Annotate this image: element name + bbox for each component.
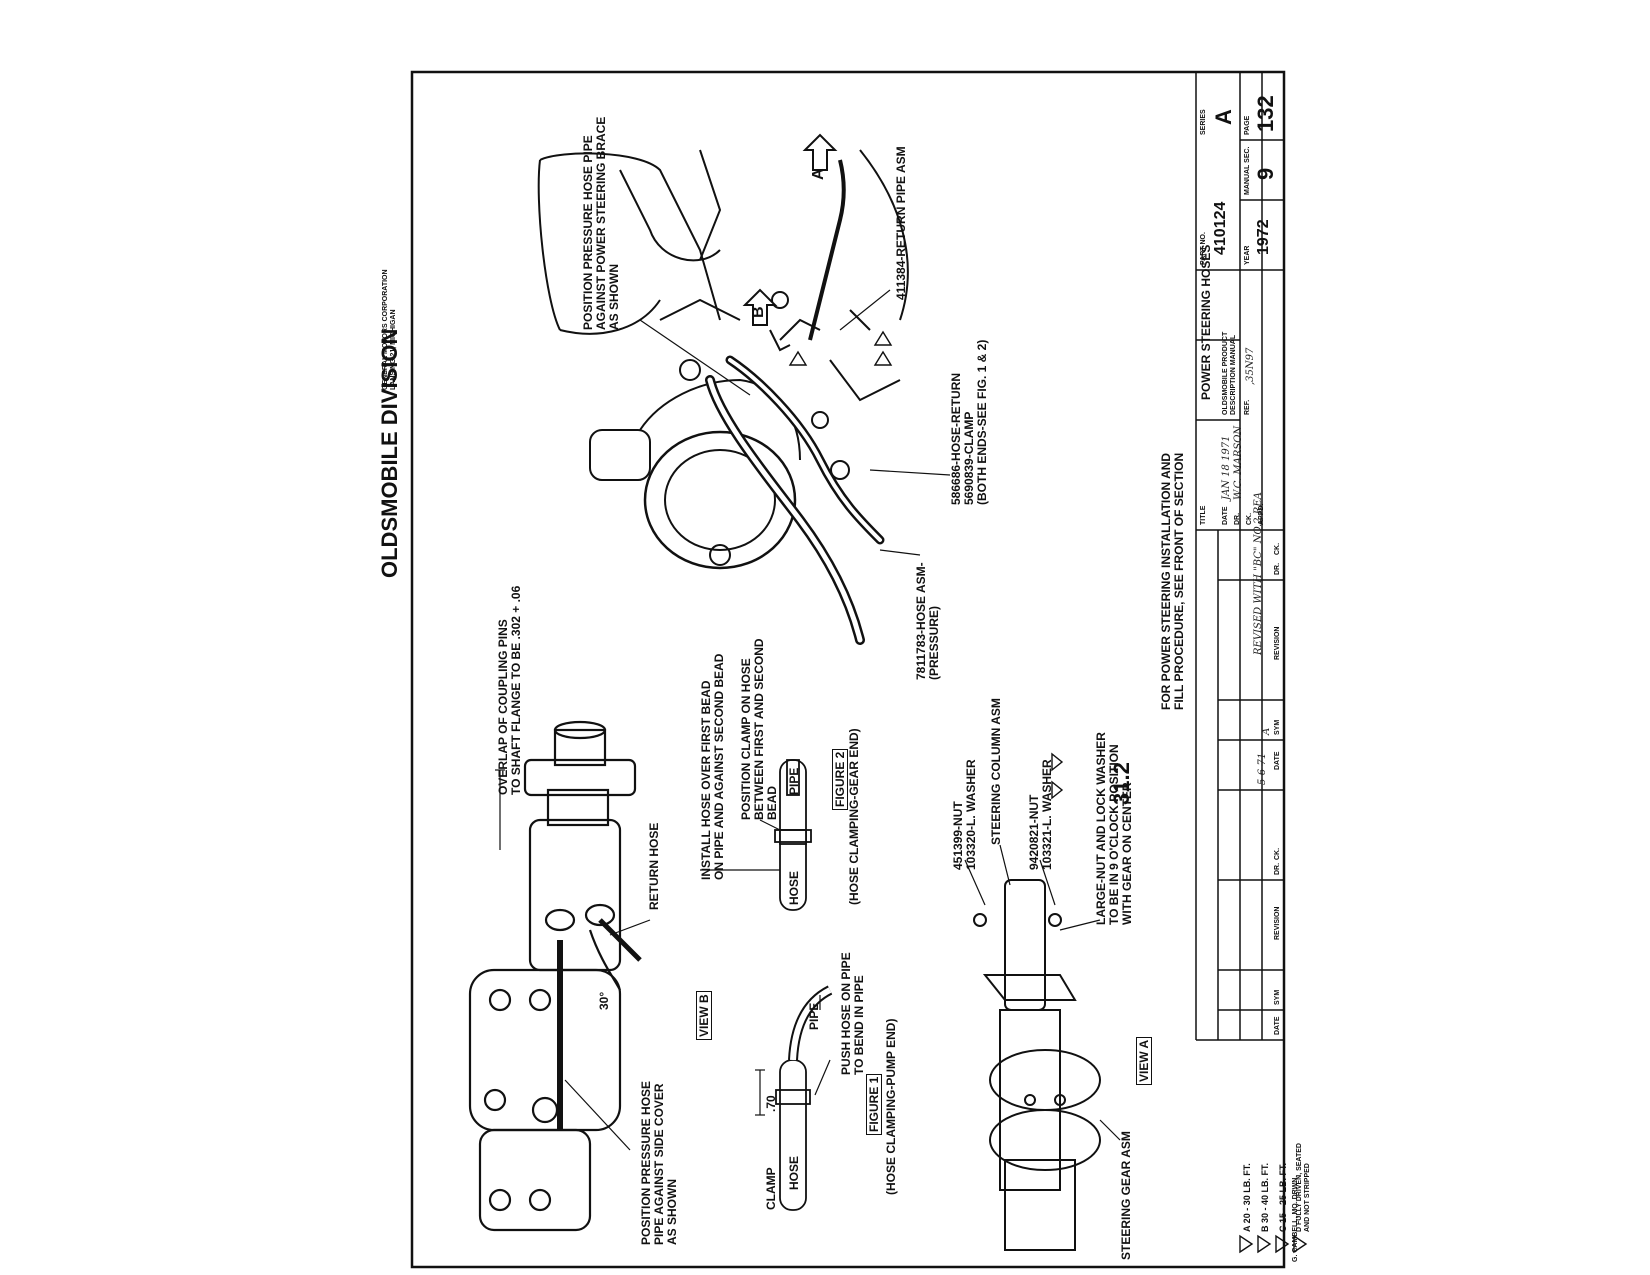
callout-pressure-pipe-brace: POSITION PRESSURE HOSE PIPE AGAINST POWE… [581, 116, 621, 330]
triangle-icon [788, 350, 808, 366]
triangle-icon [873, 330, 893, 346]
reference-value: ,35N97 [1245, 347, 1256, 385]
year-value: 1972 [1255, 219, 1272, 255]
revision-date: 5-6-71 [1257, 752, 1268, 785]
callout-steering-gear: STEERING GEAR ASM [1119, 1131, 1133, 1260]
column-dr: DR. [1274, 862, 1281, 875]
drawn-by-value: W.C. MARSON [1233, 425, 1244, 500]
callout-hose-return: 586686-HOSE-RETURN 5690839-CLAMP (BOTH E… [949, 339, 989, 505]
page-number: 132 [1253, 95, 1278, 132]
dimension-70: .70 [764, 1095, 778, 1112]
part-no-label: PART NO. [1200, 232, 1207, 265]
product-manual-label: OLDSMOBILE PRODUCT DESCRIPTION MANUAL [1222, 331, 1237, 415]
view-a-illustration [973, 879, 1101, 1251]
figure-2-title: FIGURE 2 [832, 748, 848, 810]
callout-overlap: OVERLAP OF COUPLING PINS TO SHAFT FLANGE… [496, 585, 523, 795]
callout-push-hose: PUSH HOSE ON PIPE TO BEND IN PIPE [839, 952, 866, 1075]
date-label: DATE [1222, 506, 1229, 525]
figure-1-leaders [755, 995, 831, 1116]
callout-steering-column: STEERING COLUMN ASM [989, 698, 1003, 845]
legend-item-b: B 30 - 40 LB. FT. [1260, 1162, 1270, 1232]
legend-triangles [1239, 1234, 1308, 1254]
series-label: SERIES [1200, 109, 1207, 135]
view-arrows [742, 133, 838, 326]
column-sym: SYM [1274, 989, 1281, 1005]
manual-section-label: MANUAL SEC. [1244, 146, 1251, 195]
steering-gear-view-b [468, 720, 642, 1232]
sheet-border [410, 70, 1286, 1269]
callout-return-hose: RETURN HOSE [647, 822, 661, 910]
callout-install-hose: INSTALL HOSE OVER FIRST BEAD ON PIPE AND… [699, 653, 726, 880]
view-b-arrow-label: B [750, 306, 767, 318]
figure-2-caption: (HOSE CLAMPING-GEAR END) [847, 728, 861, 905]
callout-position-clamp: POSITION CLAMP ON HOSE BETWEEN FIRST AND… [739, 638, 779, 820]
callout-clamp: CLAMP [764, 1167, 778, 1210]
figure-1-caption: (HOSE CLAMPING-PUMP END) [884, 1018, 898, 1195]
year-label: YEAR [1244, 245, 1251, 265]
column-revision-2: REVISION [1274, 626, 1281, 660]
title-label: TITLE [1200, 505, 1207, 525]
column-sym-2: SYM [1274, 719, 1281, 735]
corporation-location: LANSING 21, MICHIGAN [390, 309, 397, 390]
torque-triangle-marks [788, 330, 1064, 800]
legend-item-a: A 20 - 30 LB. FT. [1242, 1163, 1252, 1232]
view-a-leaders [964, 844, 1121, 1141]
callout-side-cover: POSITION PRESSURE HOSE PIPE AGAINST SIDE… [639, 1080, 679, 1245]
page-label: PAGE [1244, 115, 1251, 135]
callout-angle: 30° [597, 991, 611, 1010]
view-b-arrow-icon [742, 288, 778, 326]
view-a-label: VIEW A [1136, 1036, 1152, 1085]
column-dr-2: DR. [1274, 562, 1281, 575]
revision-sym: A [1261, 727, 1272, 735]
triangle-icon [1051, 780, 1064, 800]
column-ck: CK. [1274, 847, 1281, 860]
drawing-title: POWER STEERING HOSES [1199, 244, 1213, 400]
revision-entry: REVISED WITH "BC" NO.2 REA [1253, 492, 1264, 655]
view-a-arrow-label: A [810, 168, 827, 180]
figure-1-title: FIGURE 1 [866, 1073, 882, 1135]
figure-2-leaders [700, 819, 781, 871]
figure-2-illustration [774, 759, 812, 911]
triangle-icon [1051, 752, 1064, 772]
callout-return-pipe: 411384-RETURN PIPE ASM [894, 146, 908, 300]
view-b-leaders [495, 769, 651, 1151]
triangle-icon [873, 350, 893, 366]
reference-label: REF. [1244, 399, 1251, 415]
part-number: 410124 [1212, 201, 1229, 255]
column-ck-2: CK. [1274, 542, 1281, 555]
column-date: DATE [1274, 1016, 1281, 1035]
column-revision: REVISION [1274, 906, 1281, 940]
engine-leader-lines [639, 289, 951, 556]
callout-nut-451399: 451399-NUT 103320-L. WASHER [951, 759, 978, 870]
figure-2-pipe-label: PIPE [787, 767, 801, 795]
installation-note: FOR POWER STEERING INSTALLATION AND FILL… [1159, 452, 1186, 710]
figure-1-hose-label: HOSE [787, 1155, 801, 1190]
drawn-by-label: DR. [1234, 512, 1241, 525]
title-block-lines [1195, 72, 1284, 1041]
view-a-arrow-icon [802, 133, 838, 171]
figure-1-pipe-label: PIPE [807, 1002, 821, 1030]
engine-view-illustration [537, 149, 909, 645]
series-value: A [1211, 109, 1236, 125]
legend-item-c: C 15 - 25 LB. FT. [1278, 1162, 1288, 1232]
footer-note: G. CAMBELL, MO. DRWN. [1292, 1175, 1299, 1262]
callout-nut-9420821: 9420821-NUT 103321-L. WASHER [1027, 759, 1054, 870]
figure-2-hose-label: HOSE [787, 870, 801, 905]
section-number: 31.2 [1109, 762, 1134, 805]
callout-large-nut: LARGE-NUT AND LOCK WASHER TO BE IN 9 O'C… [1094, 732, 1134, 925]
column-date-2: DATE [1274, 751, 1281, 770]
view-b-label: VIEW B [696, 991, 712, 1040]
manual-section-value: 9 [1253, 167, 1278, 180]
corporation-name: GENERAL MOTORS CORPORATION [382, 269, 389, 390]
figure-1-illustration [775, 985, 833, 1211]
callout-hose-pressure: 7811783-HOSE ASM- (PRESSURE) [914, 562, 941, 680]
